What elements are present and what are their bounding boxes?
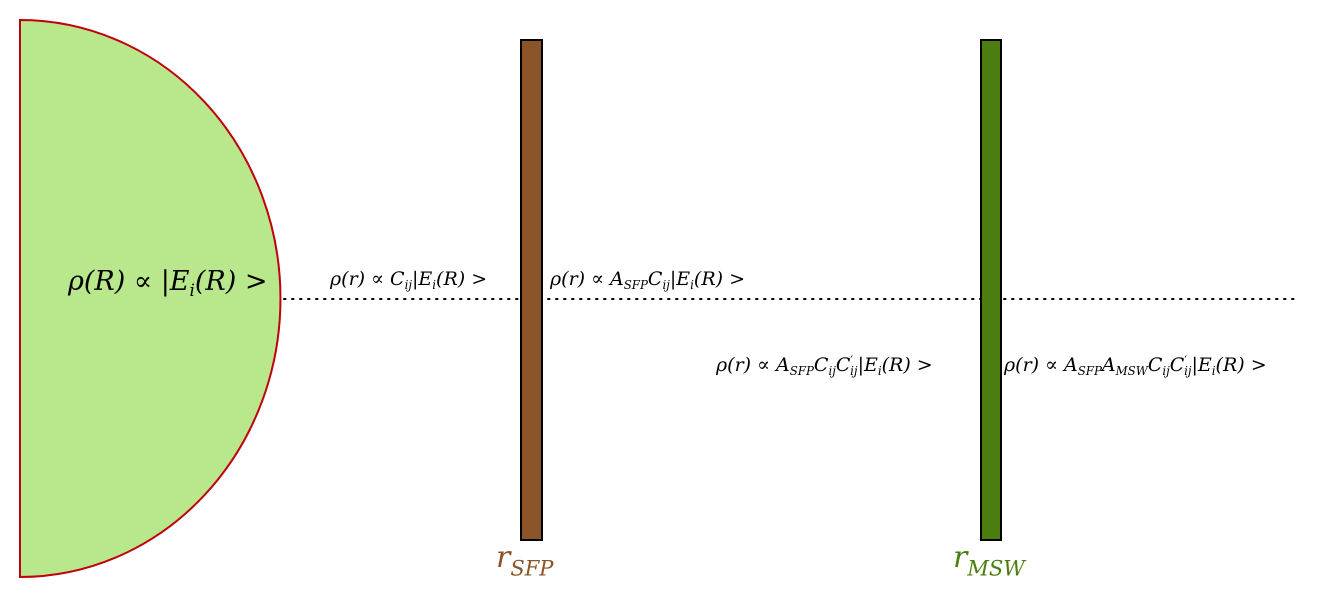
expr-subscript: SFP	[623, 278, 648, 293]
expr-subscript: ij	[1184, 364, 1192, 379]
expr-text: ρ(r) ∝ A	[1004, 354, 1078, 376]
expr-text: ρ(r) ∝ A	[716, 354, 790, 376]
expr-prime: ′	[1184, 353, 1188, 368]
expr-text: (R) >	[693, 268, 745, 290]
expr-text: ρ(R) ∝ |E	[68, 266, 190, 297]
expr-text: C	[813, 354, 829, 376]
expr-text: |E	[411, 268, 433, 290]
expr-text: C	[1169, 354, 1185, 376]
expr-text: A	[1101, 354, 1116, 376]
msw-wall-label: rMSW	[953, 540, 1025, 579]
expr-subscript: MSW	[1115, 364, 1148, 379]
wall-subscript: SFP	[510, 556, 554, 581]
expr-text: (R) >	[881, 354, 933, 376]
source-half-disk	[19, 18, 282, 579]
density-before-sfp: ρ(r) ∝ Cij|Ei(R) >	[330, 268, 488, 293]
expr-subscript: i	[1211, 364, 1216, 379]
expr-subscript: ij	[828, 364, 836, 379]
expr-subscript: ij	[850, 364, 858, 379]
source-density-expression: ρ(R) ∝ |Ei(R) >	[68, 266, 268, 300]
expr-text: (R) >	[436, 268, 488, 290]
expr-subscript: ij	[662, 278, 670, 293]
wall-subscript: MSW	[967, 556, 1025, 581]
sfp-wall-label: rSFP	[496, 540, 553, 579]
expr-subscript: SFP	[789, 364, 814, 379]
expr-subscript: ij	[404, 278, 412, 293]
expr-subscript: ij	[1162, 364, 1170, 379]
expr-text: (R) >	[1215, 354, 1267, 376]
expr-subscript: i	[877, 364, 882, 379]
expr-text: ρ(r) ∝ C	[330, 268, 405, 290]
expr-text: C	[835, 354, 851, 376]
sfp-wall	[520, 39, 543, 541]
expr-subscript: SFP	[1077, 364, 1102, 379]
msw-wall	[980, 39, 1002, 541]
expr-text: |E	[1191, 354, 1212, 376]
density-after-sfp: ρ(r) ∝ ASFPCij|Ei(R) >	[550, 268, 745, 293]
expr-subscript: i	[690, 278, 694, 293]
expr-prime: ′	[850, 353, 854, 368]
expr-text: (R) >	[194, 266, 268, 297]
expr-text: C	[1147, 354, 1163, 376]
wall-symbol: r	[496, 540, 511, 575]
wall-symbol: r	[953, 540, 968, 575]
expr-subscript: i	[432, 278, 437, 293]
expr-text: ρ(r) ∝ A	[550, 268, 624, 290]
expr-subscript: i	[189, 279, 195, 300]
expr-text: |E	[857, 354, 878, 376]
expr-text: |E	[669, 268, 691, 290]
density-before-msw: ρ(r) ∝ ASFPCijC′ij|Ei(R) >	[716, 353, 933, 379]
expr-text: C	[647, 268, 663, 290]
density-after-msw: ρ(r) ∝ ASFPAMSWCijC′ij|Ei(R) >	[1004, 353, 1267, 379]
